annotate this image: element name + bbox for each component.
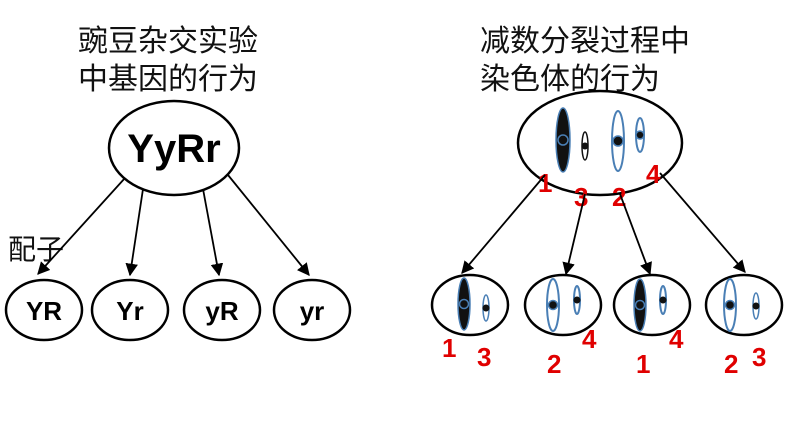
chromosome-number: 2 bbox=[612, 182, 626, 212]
arrow-to-cell-2 bbox=[562, 193, 586, 276]
centromere bbox=[482, 304, 490, 312]
centromere bbox=[547, 299, 559, 311]
gamete-label-text: Yr bbox=[116, 296, 143, 326]
arrow-to-cell-3 bbox=[619, 193, 652, 276]
chromosome-number: 3 bbox=[574, 182, 588, 212]
daughter-cell bbox=[704, 273, 784, 337]
left-title-line1: 豌豆杂交实验 bbox=[78, 24, 258, 59]
centromere bbox=[634, 299, 646, 311]
gamete-label-text: YR bbox=[26, 296, 62, 326]
gamete-label-text: yR bbox=[205, 296, 238, 326]
gamete-node bbox=[182, 278, 262, 342]
arrow-to-gamete-4 bbox=[227, 174, 310, 276]
right-title-line2: 染色体的行为 bbox=[480, 62, 660, 97]
daughter-cell bbox=[523, 273, 603, 337]
gamete-node bbox=[90, 278, 170, 342]
chromosome-3 bbox=[581, 131, 589, 161]
gamete-node bbox=[4, 278, 84, 342]
centromere bbox=[724, 299, 736, 311]
centromere bbox=[458, 298, 470, 310]
chromosome-number: 3 bbox=[477, 342, 491, 372]
chromosome-number: 2 bbox=[724, 349, 738, 379]
chromosome-2 bbox=[611, 110, 625, 172]
chromosome-number: 1 bbox=[538, 168, 552, 198]
chromosome-number: 4 bbox=[646, 159, 661, 189]
arrow-to-cell-1 bbox=[461, 174, 546, 274]
parent-genotype-label: YyRr bbox=[127, 127, 220, 171]
gamete-node bbox=[272, 278, 352, 342]
gamete-label-text: yr bbox=[300, 296, 325, 326]
chromosome-number: 1 bbox=[636, 349, 650, 379]
centromere bbox=[573, 296, 581, 304]
parent-genotype-node bbox=[107, 99, 241, 197]
arrow-to-cell-4 bbox=[659, 172, 746, 273]
chromosome-1 bbox=[555, 107, 571, 173]
centromere bbox=[659, 296, 667, 304]
chromosome-number: 1 bbox=[442, 333, 456, 363]
chromosome-number: 4 bbox=[669, 324, 684, 354]
chromosome-number: 3 bbox=[752, 342, 766, 372]
chromosome-number: 2 bbox=[547, 349, 561, 379]
centromere bbox=[752, 302, 760, 310]
arrow-to-gamete-1 bbox=[37, 177, 126, 275]
gamete-label: 配子 bbox=[8, 233, 65, 266]
left-title-line2: 中基因的行为 bbox=[78, 62, 258, 97]
chromosome-4 bbox=[635, 117, 645, 153]
chromosome-number: 4 bbox=[582, 324, 597, 354]
right-title-line1: 减数分裂过程中 bbox=[480, 24, 690, 59]
arrow-to-gamete-2 bbox=[125, 188, 144, 277]
arrow-to-gamete-3 bbox=[202, 188, 224, 277]
daughter-cell bbox=[612, 273, 692, 337]
